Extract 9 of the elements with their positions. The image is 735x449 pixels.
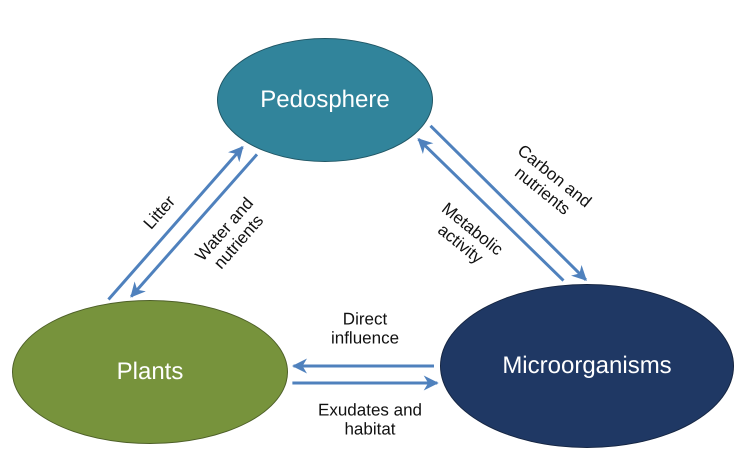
arrow	[417, 138, 565, 282]
arrow	[130, 153, 258, 298]
arrow	[429, 124, 587, 281]
arrow	[292, 358, 434, 374]
node-label: Pedosphere	[260, 86, 390, 114]
arrow	[292, 376, 439, 390]
arrow	[107, 146, 244, 301]
node-label: Microorganisms	[502, 352, 672, 380]
node-label: Plants	[116, 358, 184, 386]
